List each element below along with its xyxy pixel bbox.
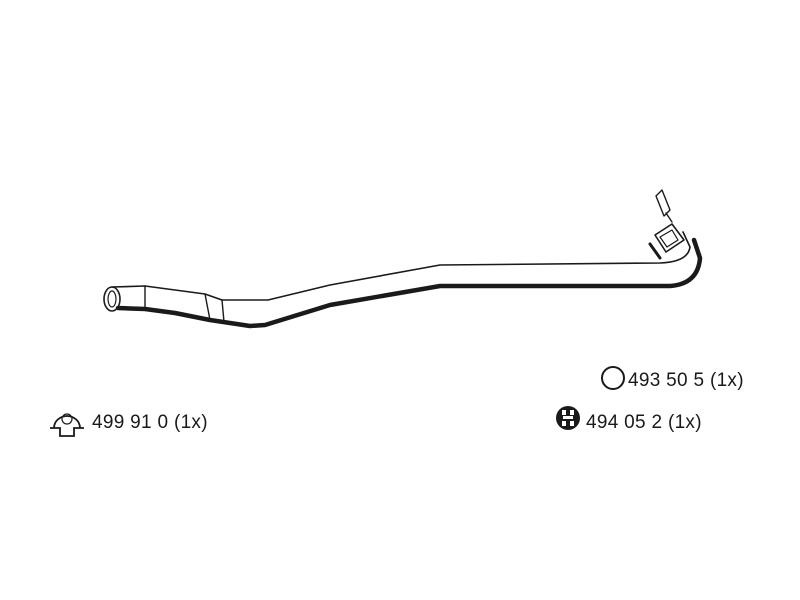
sealing-ring-icon: [601, 366, 625, 390]
part-number-sealing-ring: 493 50 5 (1x): [628, 370, 744, 391]
part-number-clamp: 499 91 0 (1x): [92, 412, 208, 433]
rubber-hanger-icon: [556, 406, 580, 430]
pipe-clamp-icon: [50, 413, 84, 437]
part-number-rubber-hanger: 494 05 2 (1x): [586, 412, 702, 433]
exhaust-pipe: [103, 189, 703, 329]
